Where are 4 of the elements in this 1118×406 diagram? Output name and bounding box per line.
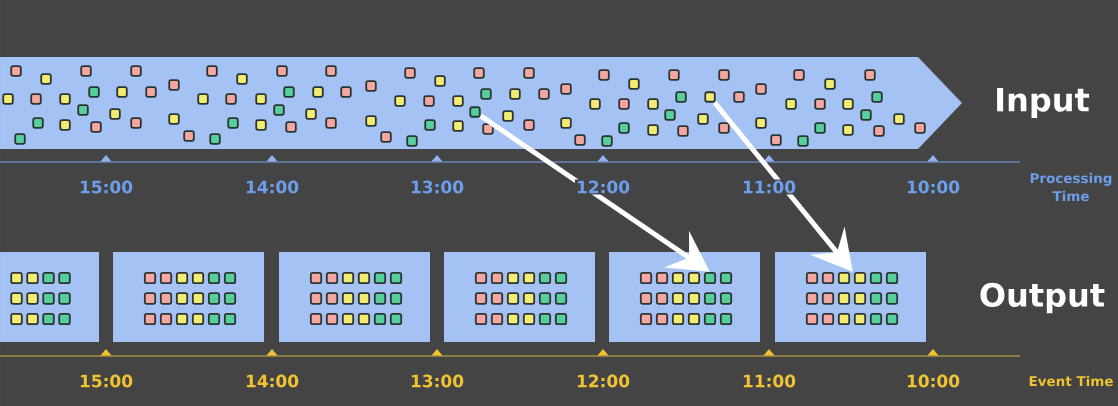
axis-title: Processing Time	[1030, 172, 1112, 202]
row-label: Output	[980, 282, 1105, 314]
axis-title: Event Time	[1029, 375, 1113, 387]
row-label: Input	[997, 88, 1090, 118]
